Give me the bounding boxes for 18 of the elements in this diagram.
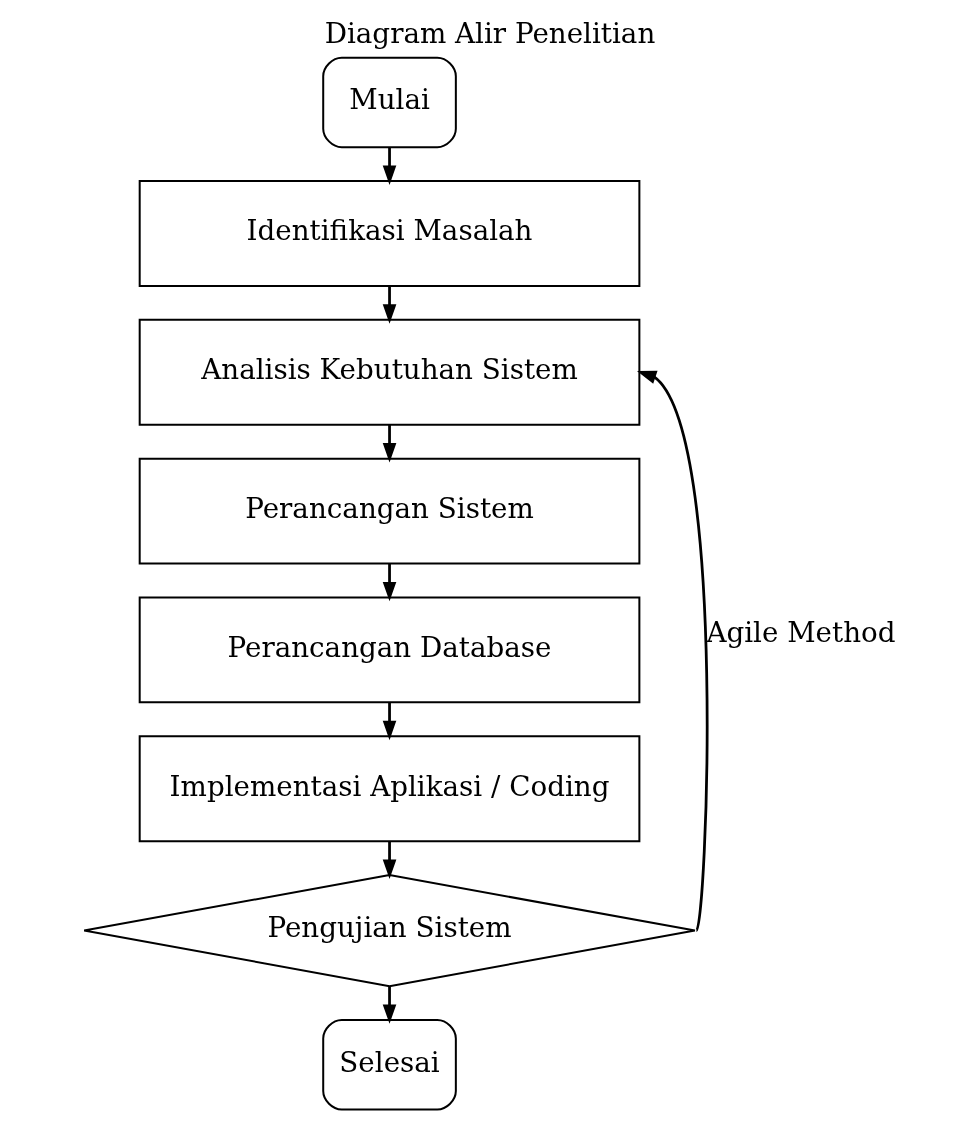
arrow: [382, 285, 396, 324]
node-box: Perancangan Sistem: [138, 457, 640, 565]
node-box: Perancangan Database: [138, 596, 640, 704]
node-box: Identifikasi Masalah: [138, 180, 640, 287]
arrow: [382, 147, 396, 185]
arrow: [382, 841, 396, 880]
arrow: [636, 370, 708, 931]
arrow: [382, 563, 396, 602]
edge-label: Agile Method: [705, 615, 896, 649]
diagram-title: Diagram Alir Penelitian: [324, 16, 655, 50]
node-box: Implementasi Aplikasi / Coding: [138, 735, 640, 843]
arrow: [382, 702, 396, 741]
node-box: Selesai: [321, 1019, 457, 1111]
arrow: [382, 424, 396, 463]
arrow: [382, 986, 396, 1024]
node-box: Analisis Kebutuhan Sistem: [138, 318, 640, 426]
node-box: Mulai: [321, 56, 457, 149]
node-diamond: Pengujian Sistem: [82, 874, 696, 988]
